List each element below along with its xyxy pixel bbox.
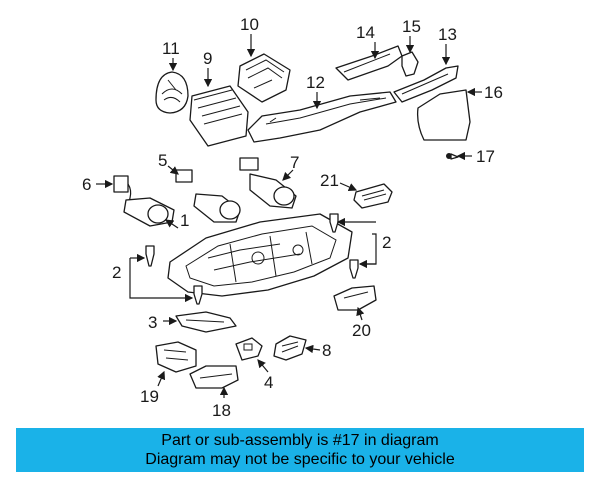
callout-14: 14 bbox=[356, 23, 375, 42]
part-9-cushion-block bbox=[189, 85, 249, 147]
part-20-bracket bbox=[333, 285, 377, 311]
part-19-cover bbox=[155, 341, 197, 373]
callout-19: 19 bbox=[140, 387, 159, 406]
part-21-cover bbox=[353, 183, 393, 209]
part-8-switch bbox=[235, 337, 263, 361]
part-4-motor bbox=[175, 169, 241, 223]
callout-15: 15 bbox=[402, 17, 421, 36]
callout-2-left: 2 bbox=[112, 263, 121, 282]
caption-line-2: Diagram may not be specific to your vehi… bbox=[145, 451, 455, 468]
callout-20: 20 bbox=[352, 321, 371, 340]
callout-3: 3 bbox=[148, 313, 157, 332]
part-11-side-trim bbox=[247, 91, 397, 143]
part-18-cover bbox=[189, 365, 239, 389]
callout-2-right: 2 bbox=[382, 233, 391, 252]
caption-line-1: Part or sub-assembly is #17 in diagram bbox=[161, 432, 439, 449]
part-15-clip bbox=[401, 51, 419, 77]
callout-17: 17 bbox=[476, 147, 495, 166]
callout-16: 16 bbox=[484, 83, 503, 102]
callout-9: 9 bbox=[203, 49, 212, 68]
leader-lines bbox=[96, 34, 482, 398]
callout-5: 6 bbox=[82, 175, 91, 194]
callout-12: 13 bbox=[438, 25, 457, 44]
part-6-motor bbox=[239, 157, 297, 209]
callout-4: 5 bbox=[158, 151, 167, 170]
part-13-cover bbox=[155, 71, 189, 114]
part-7-switch bbox=[273, 335, 307, 361]
part-10-bracket bbox=[237, 53, 291, 103]
callout-21: 21 bbox=[320, 171, 339, 190]
part-1-seat-frame bbox=[167, 213, 353, 297]
part-12-rail bbox=[393, 65, 459, 103]
callout-7: 8 bbox=[322, 341, 331, 360]
part-5-motor bbox=[113, 175, 175, 227]
callout-8: 4 bbox=[264, 373, 273, 392]
part-17-screw bbox=[446, 153, 459, 160]
callout-11: 12 bbox=[306, 73, 325, 92]
caption-bar: Part or sub-assembly is #17 in diagram D… bbox=[16, 428, 584, 472]
part-2-bolts bbox=[145, 213, 359, 305]
part-14-bracket bbox=[335, 45, 403, 81]
callout-1: 1 bbox=[180, 211, 189, 230]
callout-18: 18 bbox=[212, 401, 231, 420]
callout-13: 11 bbox=[162, 39, 180, 58]
callout-10: 10 bbox=[240, 15, 259, 34]
part-16-panel bbox=[416, 89, 471, 141]
callout-6: 7 bbox=[290, 153, 299, 172]
part-3-bracket bbox=[175, 311, 237, 333]
parts-diagram: 11 9 10 12 14 15 13 16 17 6 5 7 1 21 2 2… bbox=[82, 15, 503, 420]
callout-numbers: 11 9 10 12 14 15 13 16 17 6 5 7 1 21 2 2… bbox=[82, 15, 503, 420]
